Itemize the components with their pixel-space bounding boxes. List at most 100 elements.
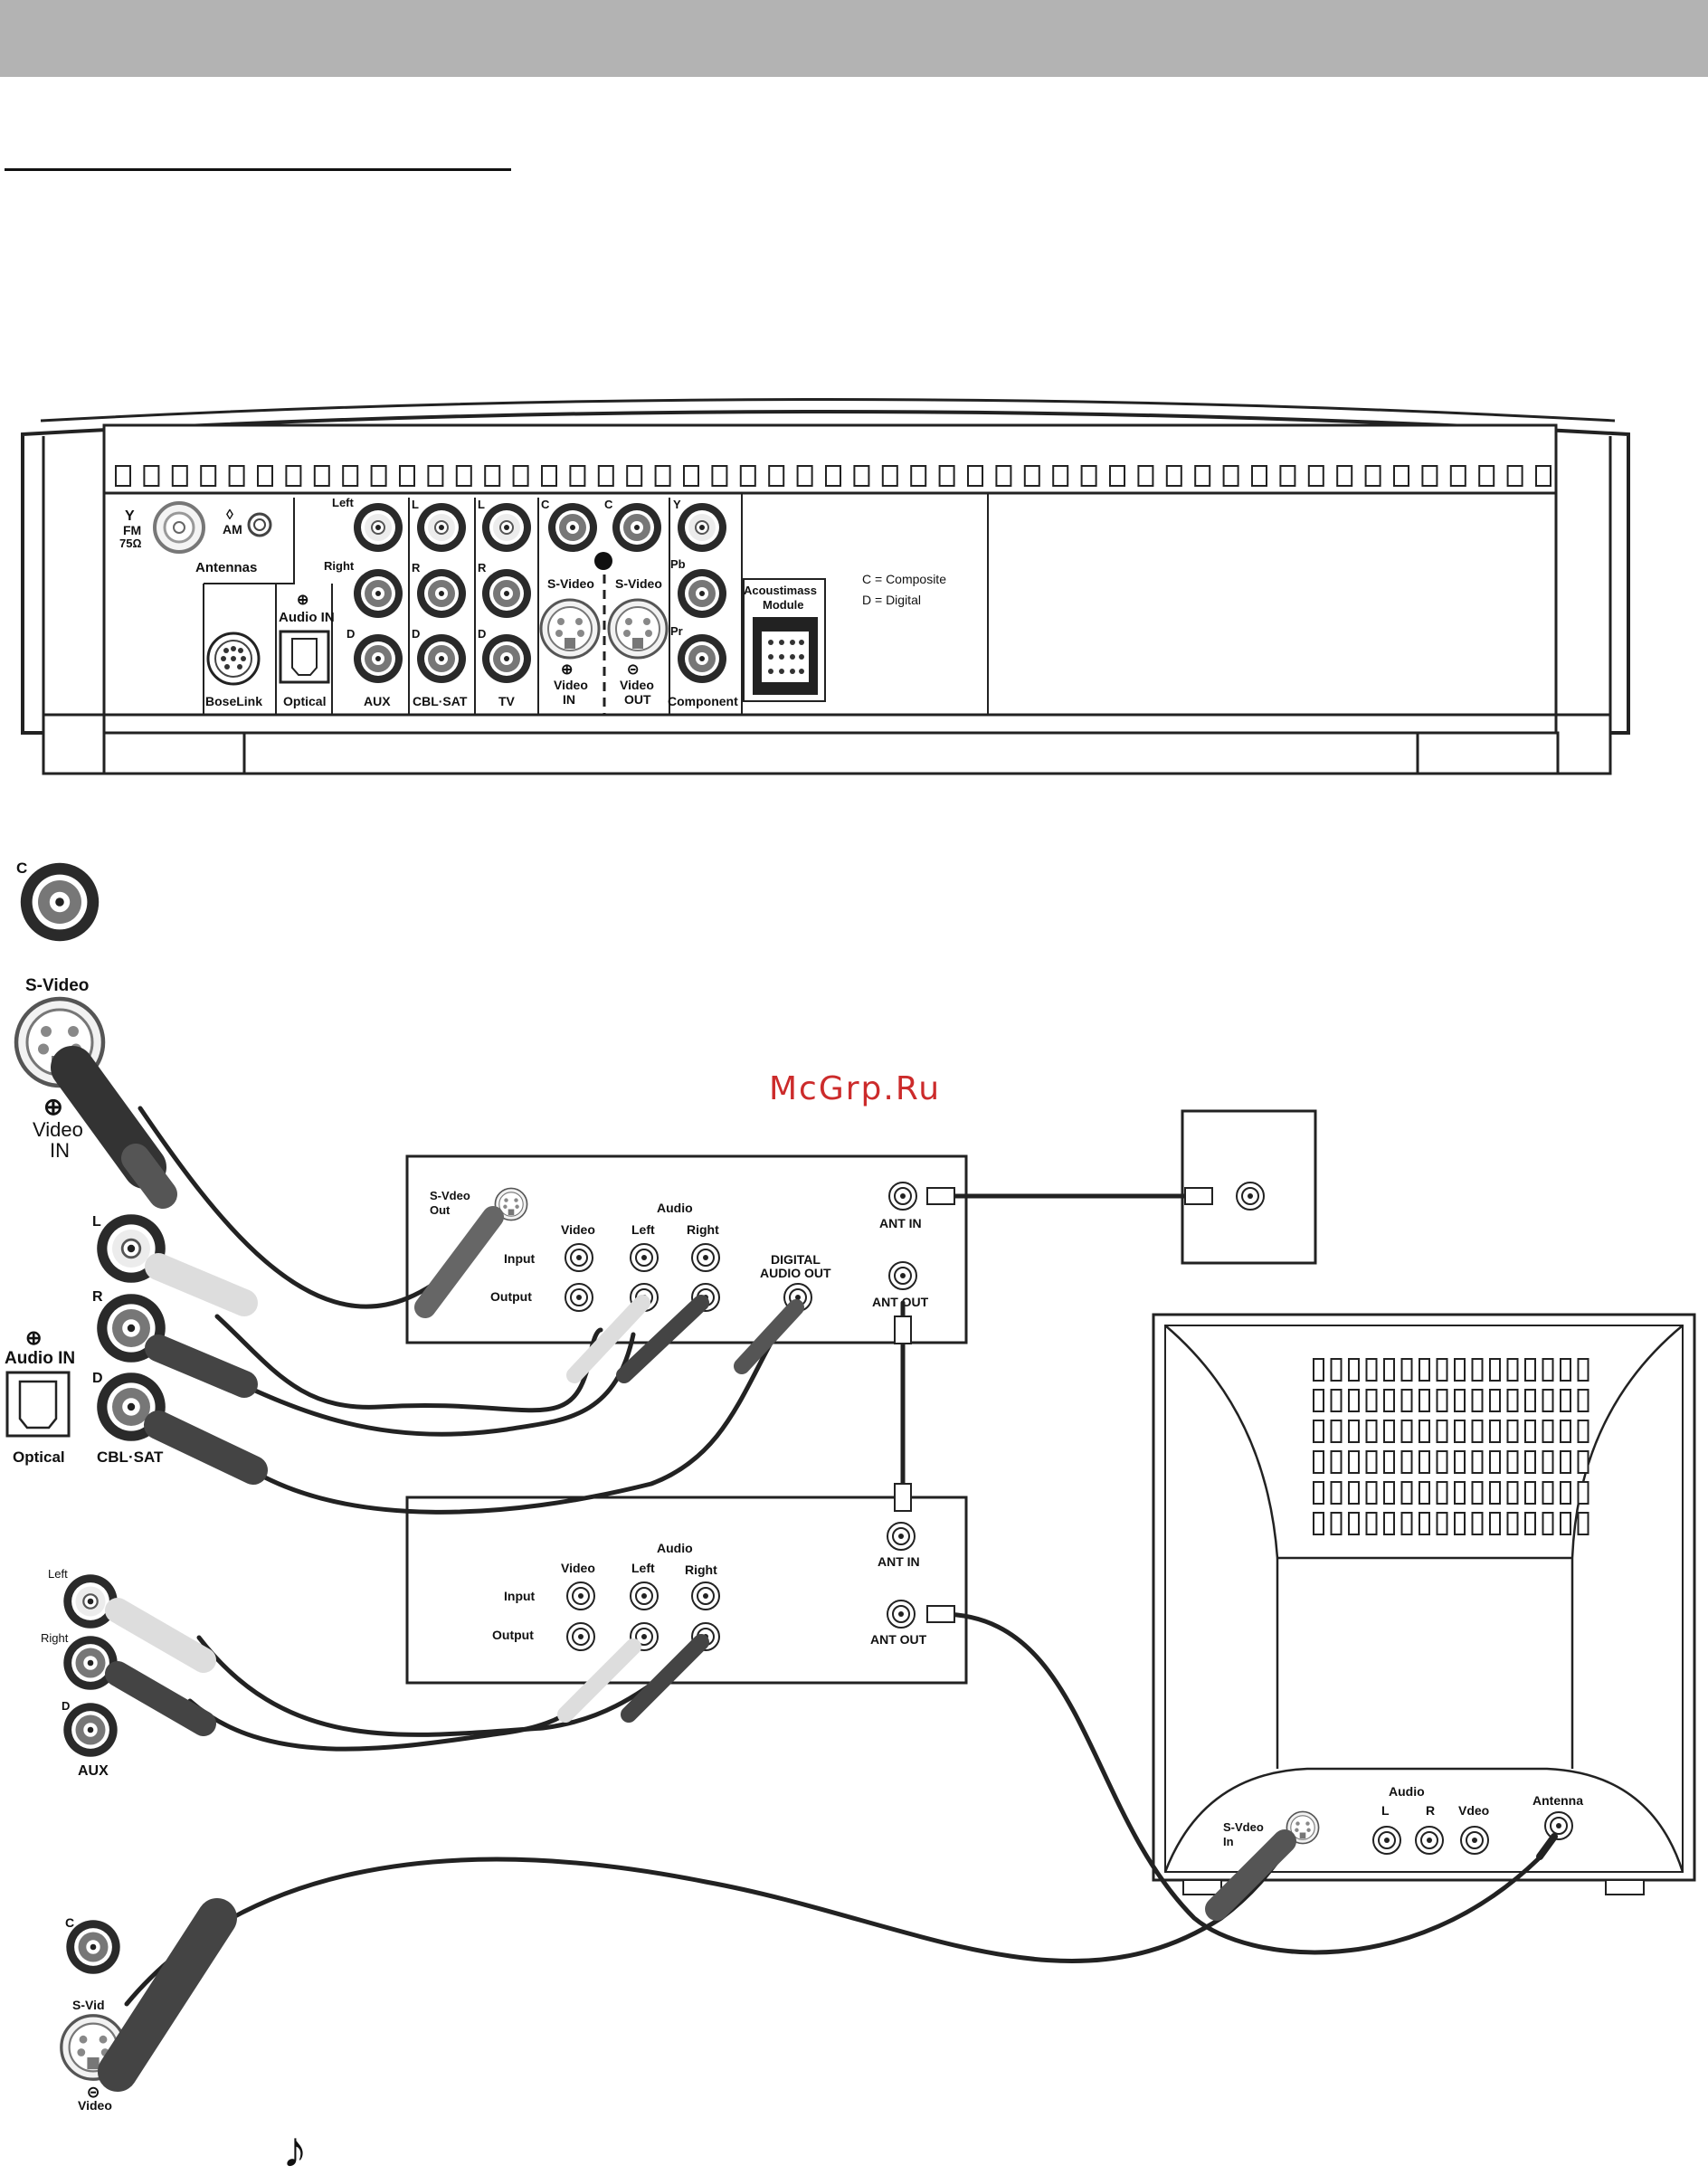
vent-slot — [569, 465, 586, 487]
left-panel-callouts: C S-Video ⊕ Video IN L R D CBL·SAT ⊕ Aud… — [5, 860, 167, 2113]
tv-vent-slot — [1436, 1389, 1448, 1412]
tv-audio-r-jack[interactable] — [1415, 1826, 1444, 1855]
vcr-audio-label: Audio — [657, 1541, 693, 1555]
cable-ant-out-jack[interactable] — [888, 1261, 917, 1290]
left-svid-out-label: S-Vid — [72, 1998, 105, 2012]
tv-vent-slot — [1489, 1481, 1501, 1505]
audio-in-icon: ⊕ — [297, 593, 308, 608]
watermark: McGrp.Ru — [769, 1070, 941, 1107]
tv-vent-slot — [1365, 1358, 1378, 1382]
cable-ant-in-jack[interactable] — [888, 1182, 917, 1211]
left-c-label: C — [16, 860, 27, 877]
vent-slot — [825, 465, 841, 487]
vcr-ant-in-jack[interactable] — [887, 1522, 916, 1551]
tv-vent-slot — [1489, 1358, 1501, 1382]
tv-vent-slot — [1365, 1512, 1378, 1535]
cable-right-label: Right — [687, 1222, 719, 1237]
vcr-right-input-jack[interactable] — [691, 1581, 720, 1610]
vent-slot — [739, 465, 756, 487]
tv-r-label: R — [1426, 1803, 1435, 1818]
video-in-c-label: C — [541, 498, 550, 511]
tv-vent-slot — [1524, 1389, 1536, 1412]
tv-label: TV — [498, 694, 516, 708]
cable-audio-label: Audio — [657, 1201, 693, 1215]
tv-vent-slot — [1577, 1450, 1589, 1474]
cbl-l-label: L — [412, 498, 419, 511]
component-label: Component — [668, 694, 738, 708]
tv-vent-slot — [1577, 1389, 1589, 1412]
tv-right-jack[interactable] — [482, 569, 531, 618]
tv-video-jack[interactable] — [1460, 1826, 1489, 1855]
cbl-digital-jack[interactable] — [417, 634, 466, 683]
acoustimass-label-1: Acoustimass — [744, 584, 817, 597]
console-optical-jack[interactable] — [279, 630, 330, 684]
fm-jack[interactable] — [153, 501, 205, 554]
tv-vent-slot — [1330, 1420, 1343, 1443]
tv-vent-slot — [1419, 1420, 1430, 1443]
vcr-video-output-jack[interactable] — [566, 1622, 595, 1651]
tv-vent-slot — [1471, 1389, 1484, 1412]
tv-audio-l-jack[interactable] — [1372, 1826, 1401, 1855]
cable-video-input-jack[interactable] — [565, 1243, 593, 1272]
tv-vent-slot — [1542, 1450, 1554, 1474]
tv-l-label: L — [1381, 1803, 1390, 1818]
tv-l-label: L — [478, 498, 485, 511]
am-jack[interactable] — [247, 512, 272, 537]
component-pb-label: Pb — [670, 557, 686, 571]
video-in-composite-jack[interactable] — [548, 503, 597, 552]
tv-antenna-jack[interactable] — [1544, 1811, 1573, 1840]
aux-right-jack[interactable] — [354, 569, 403, 618]
left-aux-left-label: Left — [48, 1567, 68, 1581]
vcr-video-input-jack[interactable] — [566, 1581, 595, 1610]
left-cbl-sat-label: CBL·SAT — [97, 1448, 164, 1466]
vent-slot — [1023, 465, 1040, 487]
aux-left-jack[interactable] — [353, 502, 403, 553]
video-out-composite-jack[interactable] — [612, 503, 661, 552]
video-out-svideo-jack[interactable] — [607, 598, 669, 660]
tv-vent-slot — [1330, 1481, 1343, 1505]
vent-slot — [1449, 465, 1466, 487]
tv-vent-slot — [1560, 1450, 1571, 1474]
tv-vent-slot — [1506, 1389, 1519, 1412]
vcr-left-input-jack[interactable] — [630, 1581, 659, 1610]
legend-composite: C = Composite — [862, 572, 946, 586]
vent-slot — [1165, 465, 1182, 487]
wall-outlet-jack[interactable] — [1236, 1182, 1265, 1211]
tv-vent-slot — [1542, 1481, 1554, 1505]
cbl-left-jack[interactable] — [416, 502, 467, 553]
vent-slot — [938, 465, 955, 487]
vent-slot — [313, 465, 330, 487]
acoustimass-connector[interactable] — [753, 617, 818, 695]
cable-left-label: Left — [631, 1222, 655, 1237]
tv-vent-slot — [1489, 1420, 1501, 1443]
boselink-jack[interactable] — [206, 632, 261, 686]
aux-digital-jack[interactable] — [354, 634, 403, 683]
tv-vent-slot — [1348, 1450, 1360, 1474]
tv-vent-slot — [1436, 1481, 1448, 1505]
component-pb-jack[interactable] — [678, 569, 726, 618]
vent-slot — [654, 465, 671, 487]
cable-video-output-jack[interactable] — [565, 1283, 593, 1312]
video-in-icon: ⊕ — [561, 662, 573, 678]
cable-left-input-jack[interactable] — [630, 1243, 659, 1272]
tv-vent-slot — [1383, 1512, 1395, 1535]
tv-vent-slot — [1454, 1481, 1466, 1505]
vent-slot — [455, 465, 472, 487]
vcr-ant-out-jack[interactable] — [887, 1600, 916, 1629]
tv-vent-slot — [1365, 1481, 1378, 1505]
left-optical-jack[interactable] — [5, 1371, 71, 1438]
vcr-right-label: Right — [685, 1562, 717, 1577]
tv-left-jack[interactable] — [481, 502, 532, 553]
video-in-svideo-jack[interactable] — [539, 598, 601, 660]
cable-svideo-out-label-2: Out — [430, 1203, 451, 1217]
cable-right-input-jack[interactable] — [691, 1243, 720, 1272]
component-pr-jack[interactable] — [678, 634, 726, 683]
component-y-jack[interactable] — [677, 502, 727, 553]
tv-vent-slot — [1577, 1358, 1589, 1382]
left-composite-jack[interactable] — [20, 862, 100, 942]
left-aux-digital-jack[interactable] — [63, 1703, 118, 1757]
cbl-right-jack[interactable] — [417, 569, 466, 618]
left-composite-out-jack[interactable] — [66, 1920, 120, 1974]
tv-vent-slot — [1542, 1512, 1554, 1535]
tv-digital-jack[interactable] — [482, 634, 531, 683]
